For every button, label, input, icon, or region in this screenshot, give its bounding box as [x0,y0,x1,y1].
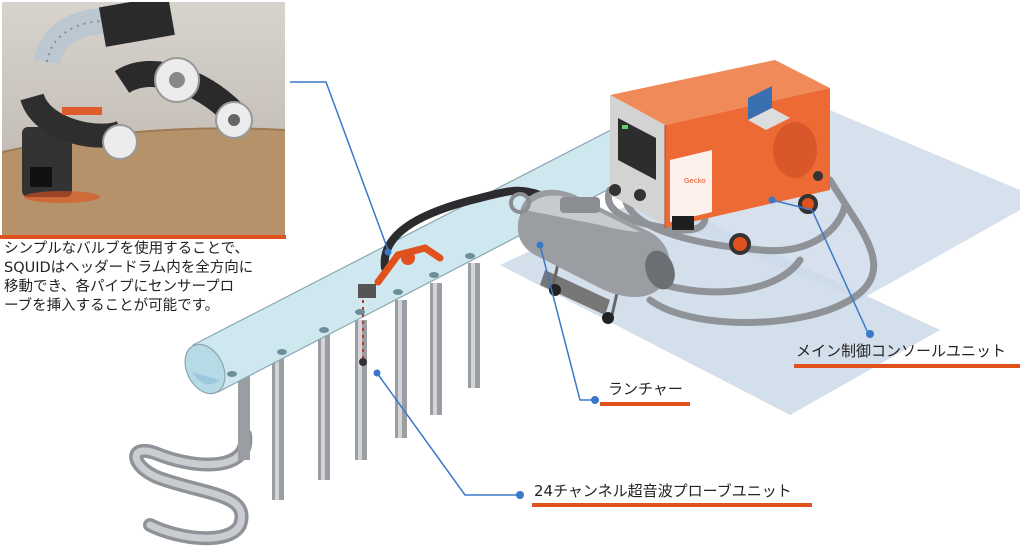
vertical-tubes [238,263,480,500]
umbilical-cables [380,176,878,326]
leader-dots [373,196,874,499]
main-control-underline [794,364,1020,368]
photo-caption: シンプルなバルブを使用することで、 SQUIDはヘッダードラム内を全方向に 移動… [4,241,254,314]
photo-underline [0,235,286,239]
probe-unit-label: 24チャンネル超音波プローブユニット [534,482,792,500]
main-control-console: Gecko [609,60,830,255]
launcher-underline [600,402,690,406]
laptop-icon [748,86,790,130]
main-control-label: メイン制御コンソールユニット [796,342,1007,360]
leader-lines [290,81,869,496]
probe-unit-underline [532,503,812,507]
console-brand: Gecko [684,177,706,185]
launcher-label: ランチャー [608,380,683,398]
robot-photo [2,2,285,235]
launcher [509,189,694,324]
squid-robot [358,244,444,366]
